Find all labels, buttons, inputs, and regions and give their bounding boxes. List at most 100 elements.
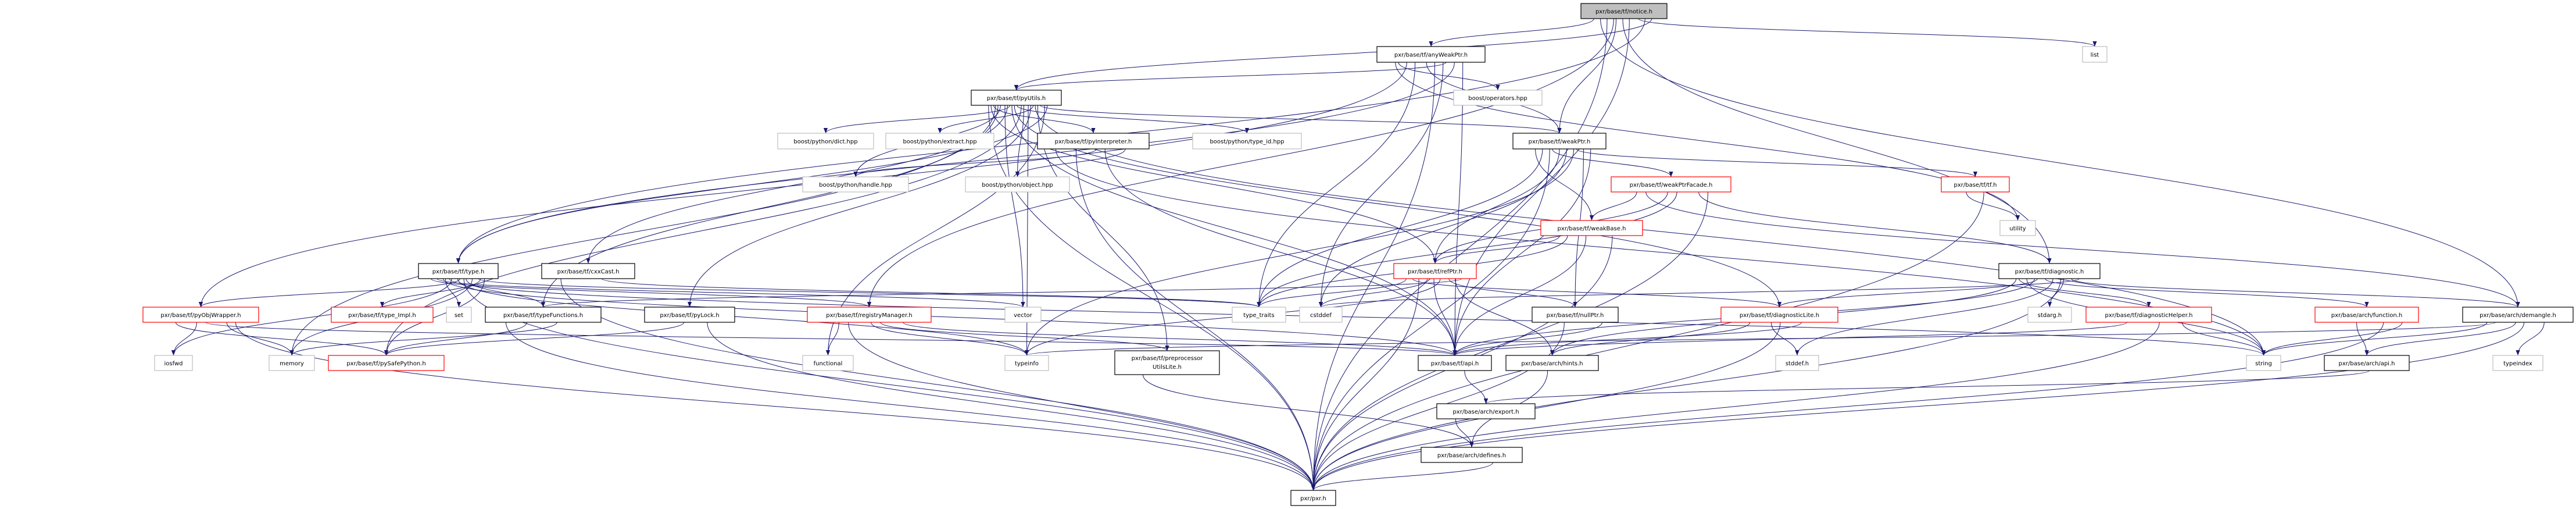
edge-pyUtils-to-type xyxy=(456,105,1048,264)
node-vector[interactable]: vector xyxy=(1004,307,1042,323)
node-pyLock[interactable]: pxr/base/tf/pyLock.h xyxy=(644,307,735,323)
node-box xyxy=(1775,355,1819,371)
node-label: boost/python/object.hpp xyxy=(982,182,1053,188)
node-weakPtr[interactable]: pxr/base/tf/weakPtr.h xyxy=(1512,133,1607,150)
edge-weakPtr-to-cstddef xyxy=(1318,148,1567,308)
node-archApi[interactable]: pxr/base/arch/api.h xyxy=(2324,355,2410,371)
node-label: pxr/base/tf/pyInterpreter.h xyxy=(1055,139,1132,145)
node-string[interactable]: string xyxy=(2246,355,2281,371)
node-label: pxr/base/arch/demangle.h xyxy=(2480,312,2556,319)
node-box xyxy=(802,176,909,193)
node-function[interactable]: pxr/base/arch/function.h xyxy=(2314,307,2419,323)
node-cxxCast[interactable]: pxr/base/tf/cxxCast.h xyxy=(541,263,635,279)
node-diagnosticLite[interactable]: pxr/base/tf/diagnosticLite.h xyxy=(1720,307,1838,323)
node-typeinfo[interactable]: typeinfo xyxy=(1004,355,1049,371)
node-dict[interactable]: boost/python/dict.hpp xyxy=(777,133,874,150)
edge-preprocessorUtilsLite-to-defines xyxy=(1142,374,1474,448)
node-object[interactable]: boost/python/object.hpp xyxy=(965,176,1070,193)
node-pyObjWrapper[interactable]: pxr/base/tf/pyObjWrapper.h xyxy=(142,307,259,323)
edge-pyUtils-to-pxr xyxy=(988,105,1316,491)
node-anyWeakPtr[interactable]: pxr/base/tf/anyWeakPtr.h xyxy=(1376,46,1486,63)
node-functional[interactable]: functional xyxy=(802,355,854,371)
edge-defines-to-pxr xyxy=(1311,462,1494,491)
node-label: string xyxy=(2255,361,2272,367)
node-registryManager[interactable]: pxr/base/tf/registryManager.h xyxy=(807,307,932,323)
node-tfApi[interactable]: pxr/base/tf/api.h xyxy=(1418,355,1492,371)
node-label: pxr/base/tf/anyWeakPtr.h xyxy=(1394,52,1468,59)
edge-archApi-to-export xyxy=(1484,370,2370,404)
node-pxr[interactable]: pxr/pxr.h xyxy=(1290,490,1336,506)
node-pySafePython[interactable]: pxr/base/tf/pySafePython.h xyxy=(328,355,445,371)
edge-weakBase-to-tfApi xyxy=(1452,235,1587,356)
node-iosfwd[interactable]: iosfwd xyxy=(154,355,193,371)
edge-refPtr-to-pxr xyxy=(1311,278,1419,491)
node-weakPtrFacade[interactable]: pxr/base/tf/weakPtrFacade.h xyxy=(1611,176,1731,193)
node-label: pxr/base/tf/registryManager.h xyxy=(826,312,913,319)
node-hints[interactable]: pxr/base/arch/hints.h xyxy=(1505,355,1599,371)
node-label: pxr/base/tf/pyUtils.h xyxy=(987,95,1046,102)
edge-weakPtrFacade-to-type_traits xyxy=(1257,191,1677,308)
node-label: pxr/base/tf/weakPtrFacade.h xyxy=(1630,182,1713,188)
node-export[interactable]: pxr/base/arch/export.h xyxy=(1436,403,1536,419)
edge-pyUtils-to-object xyxy=(1015,105,1025,177)
node-type_id[interactable]: boost/python/type_id.hpp xyxy=(1192,133,1302,150)
edge-registryManager-to-typeinfo xyxy=(870,322,1029,356)
node-demangle[interactable]: pxr/base/arch/demangle.h xyxy=(2462,307,2574,323)
node-stdarg[interactable]: stdarg.h xyxy=(2027,307,2072,323)
edge-refPtr-to-nullPtr xyxy=(1448,278,1577,308)
node-diagnostic[interactable]: pxr/base/tf/diagnostic.h xyxy=(1998,263,2101,279)
edge-pyUtils-to-dict xyxy=(824,105,1011,134)
node-label: pxr/base/tf/pySafePython.h xyxy=(346,361,425,367)
node-tf[interactable]: pxr/base/tf/tf.h xyxy=(1941,176,2010,193)
edge-notice-to-demangle xyxy=(1600,18,2520,308)
node-label: functional xyxy=(814,361,843,367)
node-extract[interactable]: boost/python/extract.hpp xyxy=(885,133,994,150)
node-box xyxy=(269,355,315,371)
node-memory[interactable]: memory xyxy=(269,355,315,371)
node-box xyxy=(802,355,854,371)
node-typeFunctions[interactable]: pxr/base/tf/typeFunctions.h xyxy=(485,307,602,323)
node-stddef[interactable]: stddef.h xyxy=(1775,355,1819,371)
node-label: utility xyxy=(2009,226,2026,232)
edge-cxxCast-to-type_traits xyxy=(602,278,1261,308)
node-type_traits[interactable]: type_traits xyxy=(1232,307,1286,323)
node-box xyxy=(644,307,735,323)
node-diagnosticHelper[interactable]: pxr/base/tf/diagnosticHelper.h xyxy=(2085,307,2212,323)
edge-weakPtrFacade-to-diagnostic xyxy=(1698,191,2052,264)
edge-refPtr-to-diagnosticLite xyxy=(1412,278,1781,308)
node-operators[interactable]: boost/operators.hpp xyxy=(1453,90,1543,106)
node-utility[interactable]: utility xyxy=(1999,220,2036,236)
node-refPtr[interactable]: pxr/base/tf/refPtr.h xyxy=(1393,263,1477,279)
node-pyUtils[interactable]: pxr/base/tf/pyUtils.h xyxy=(971,90,1062,106)
node-label: list xyxy=(2091,52,2099,59)
node-box xyxy=(142,307,259,323)
node-box xyxy=(1114,350,1220,375)
node-handle[interactable]: boost/python/handle.hpp xyxy=(802,176,909,193)
edge-diagnostic-to-function xyxy=(2045,278,2369,308)
node-nullPtr[interactable]: pxr/base/tf/nullPtr.h xyxy=(1532,307,1619,323)
edge-weakPtr-to-tf xyxy=(1576,148,1977,177)
edge-diagnostic-to-diagnosticLite xyxy=(1777,278,2038,308)
node-type[interactable]: pxr/base/tf/type.h xyxy=(418,263,499,279)
node-weakBase[interactable]: pxr/base/tf/weakBase.h xyxy=(1540,220,1643,236)
node-label: pxr/base/tf/refPtr.h xyxy=(1408,269,1462,275)
node-typeindex[interactable]: typeindex xyxy=(2492,355,2543,371)
node-type_Impl[interactable]: pxr/base/tf/type_Impl.h xyxy=(331,307,434,323)
edge-diagnosticLite-to-tfApi xyxy=(1452,322,1802,356)
edge-anyWeakPtr-to-operators xyxy=(1398,62,1500,91)
edge-registryManager-to-functional xyxy=(825,322,839,356)
node-list[interactable]: list xyxy=(2082,46,2108,63)
node-pyInterpreter[interactable]: pxr/base/tf/pyInterpreter.h xyxy=(1037,133,1150,150)
node-box xyxy=(2462,307,2574,323)
node-box xyxy=(807,307,932,323)
node-defines[interactable]: pxr/base/arch/defines.h xyxy=(1421,447,1523,463)
edge-type-to-pySafePython xyxy=(384,278,485,356)
node-label: type_traits xyxy=(1243,312,1274,319)
node-set[interactable]: set xyxy=(446,307,472,323)
edge-notice-to-diagnostic xyxy=(1622,18,2052,264)
node-label: pxr/base/tf/pyLock.h xyxy=(660,312,719,319)
node-cstddef[interactable]: cstddef xyxy=(1299,307,1343,323)
edge-diagnostic-to-demangle xyxy=(2071,278,2520,308)
